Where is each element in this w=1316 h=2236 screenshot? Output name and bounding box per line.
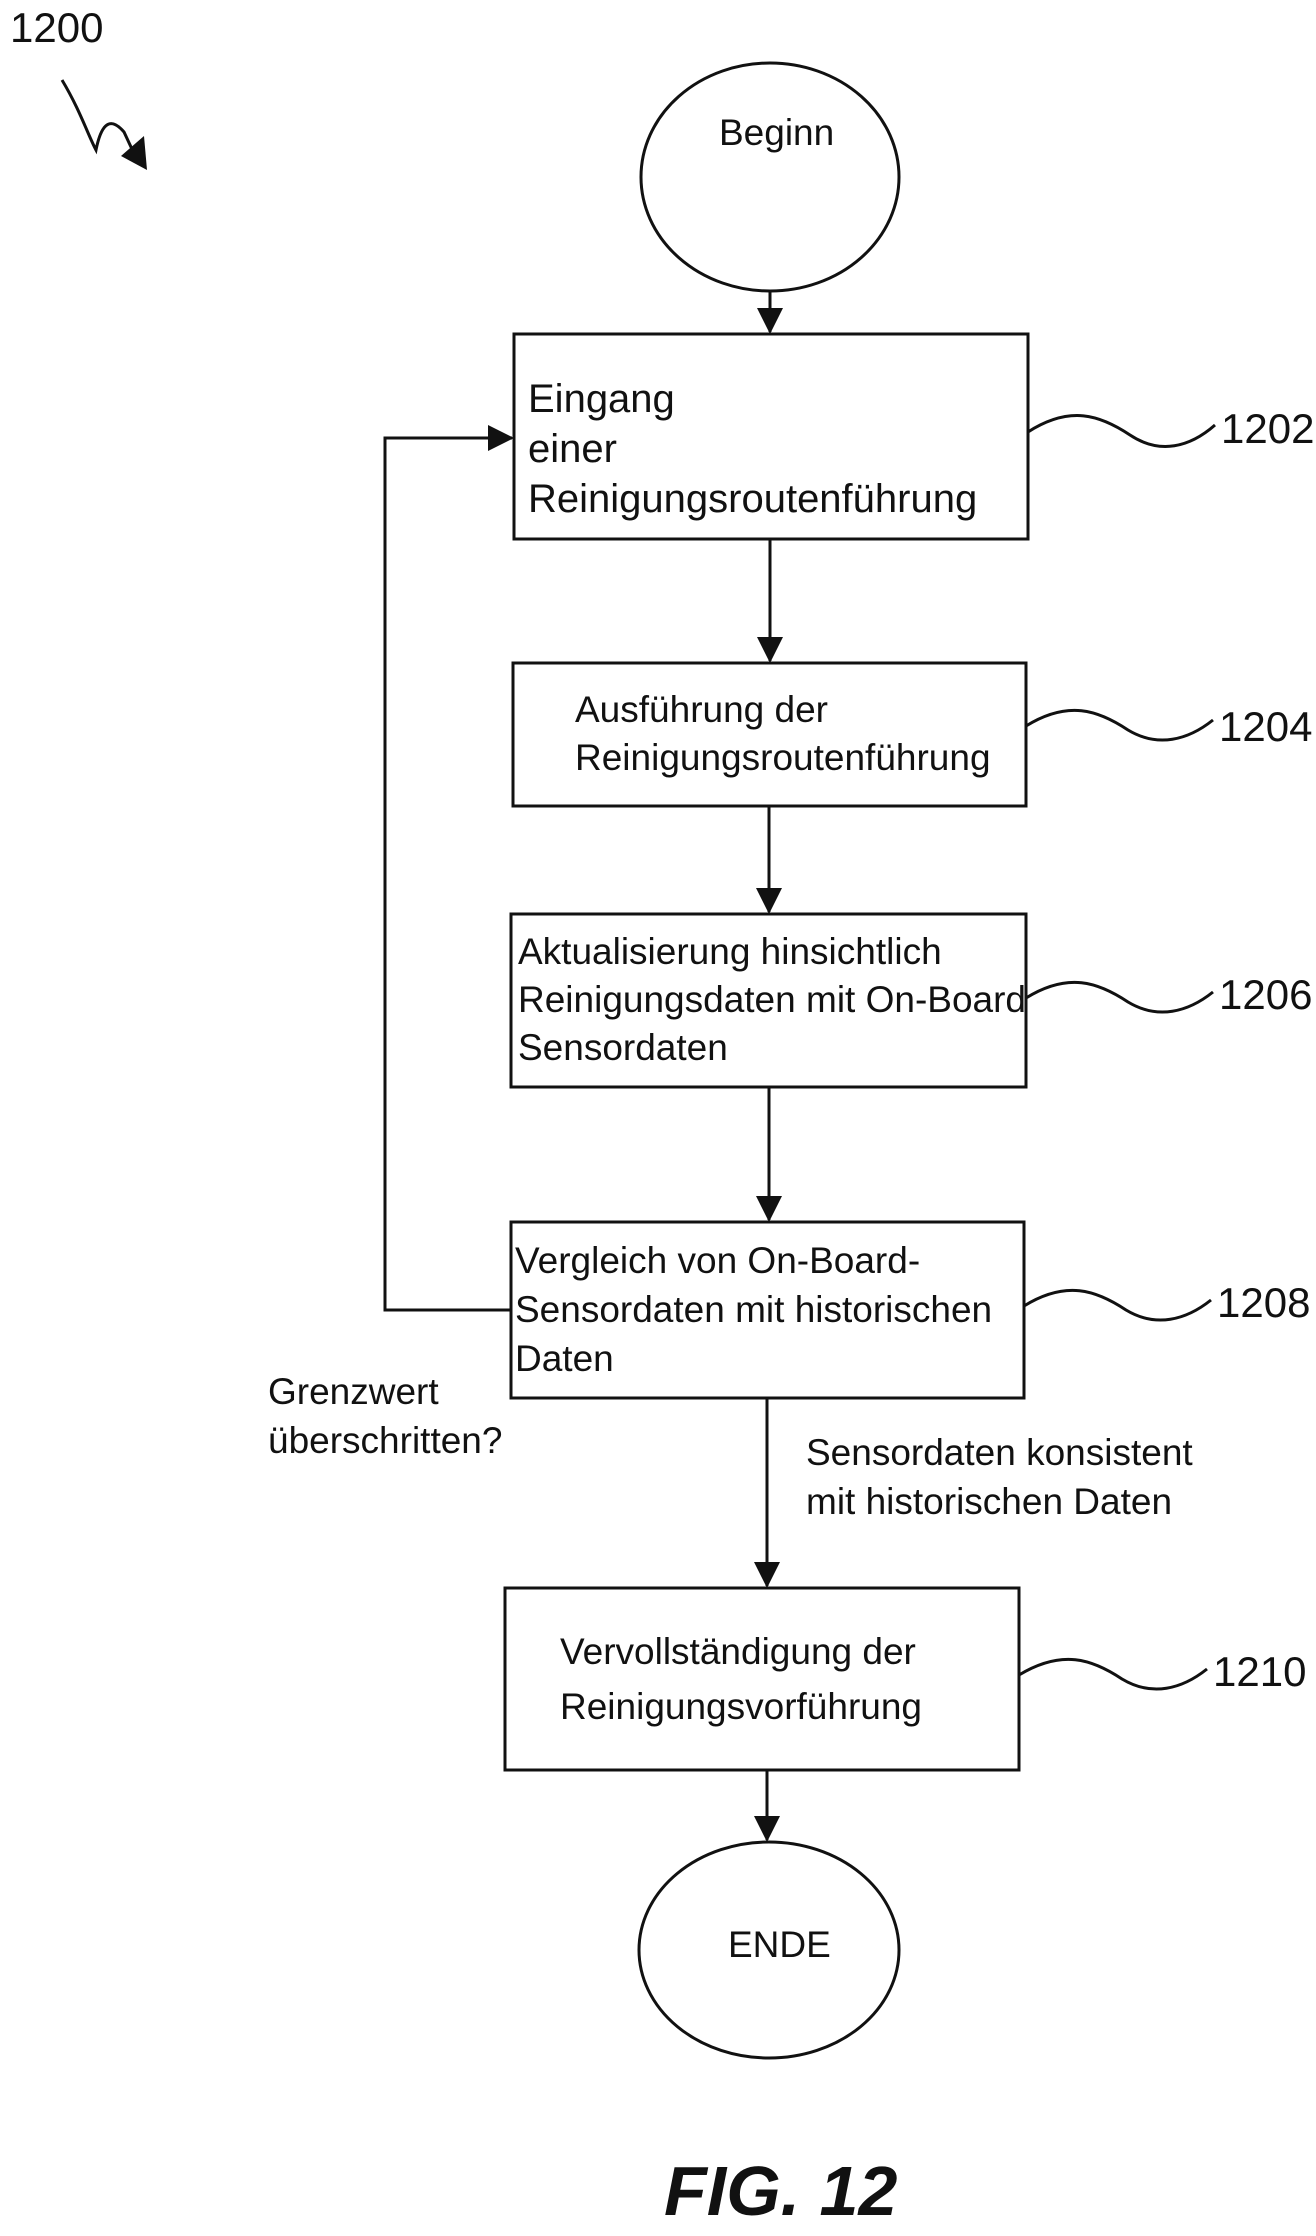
- step-1204-line-2: Reinigungsroutenführung: [575, 734, 991, 782]
- leader-1204: [1026, 710, 1213, 740]
- step-1206-ref: 1206: [1219, 969, 1312, 1022]
- step-1202-line-2: einer: [528, 424, 977, 474]
- step-1208-text: Vergleich von On-Board- Sensordaten mit …: [515, 1236, 992, 1383]
- step-1206-line-2: Reinigungsdaten mit On-Board: [518, 976, 1026, 1024]
- step-1206-line-3: Sensordaten: [518, 1024, 1026, 1072]
- start-label: Beginn: [719, 110, 834, 156]
- figure-ref-arrowhead: [121, 136, 147, 170]
- consistent-label-line-1: Sensordaten konsistent: [806, 1428, 1193, 1477]
- step-1204-ref: 1204: [1219, 701, 1312, 754]
- step-1208-line-1: Vergleich von On-Board-: [515, 1236, 992, 1285]
- leader-1210: [1019, 1659, 1207, 1689]
- figure-ref-squiggle-arrow: [62, 80, 138, 162]
- step-1208-line-2: Sensordaten mit historischen: [515, 1285, 992, 1334]
- loop-back-label-line-1: Grenzwert: [268, 1367, 502, 1416]
- figure-caption: FIG. 12: [664, 2148, 897, 2236]
- step-1204-line-1: Ausführung der: [575, 686, 991, 734]
- step-1206-line-1: Aktualisierung hinsichtlich: [518, 928, 1026, 976]
- loop-back-connector: [385, 438, 512, 1310]
- step-1210-line-1: Vervollständigung der: [560, 1624, 922, 1679]
- step-1210-line-2: Reinigungsvorführung: [560, 1679, 922, 1734]
- figure-ref-label: 1200: [10, 2, 103, 55]
- leader-1208: [1024, 1290, 1211, 1320]
- step-1202-line-1: Eingang: [528, 374, 977, 424]
- step-1208-line-3: Daten: [515, 1334, 992, 1383]
- leader-1206: [1026, 982, 1213, 1012]
- end-label: ENDE: [728, 1922, 831, 1968]
- step-1210-text: Vervollständigung der Reinigungsvorführu…: [560, 1624, 922, 1734]
- leader-1202: [1028, 416, 1215, 447]
- consistent-label-line-2: mit historischen Daten: [806, 1477, 1193, 1526]
- step-1210-ref: 1210: [1213, 1646, 1306, 1699]
- step-1202-ref: 1202: [1221, 403, 1314, 456]
- loop-back-label: Grenzwert überschritten?: [268, 1367, 502, 1465]
- start-ellipse: [641, 63, 899, 291]
- step-1208-ref: 1208: [1217, 1277, 1310, 1330]
- step-1204-text: Ausführung der Reinigungsroutenführung: [575, 686, 991, 782]
- step-1202-line-3: Reinigungsroutenführung: [528, 474, 977, 524]
- step-1202-text: Eingang einer Reinigungsroutenführung: [528, 374, 977, 524]
- loop-back-label-line-2: überschritten?: [268, 1416, 502, 1465]
- consistent-label: Sensordaten konsistent mit historischen …: [806, 1428, 1193, 1526]
- step-1206-text: Aktualisierung hinsichtlich Reinigungsda…: [518, 928, 1026, 1072]
